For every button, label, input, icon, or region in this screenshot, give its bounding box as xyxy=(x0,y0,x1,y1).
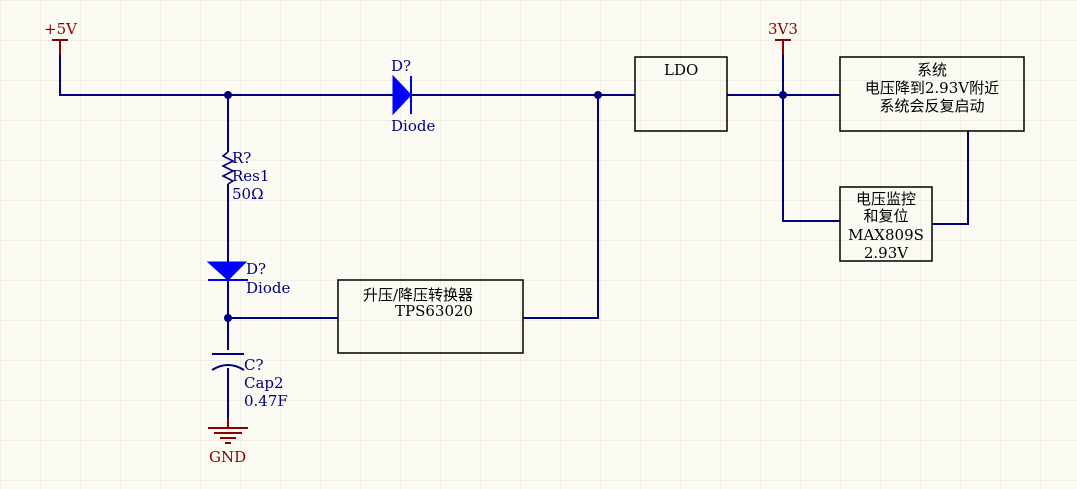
monitor-box xyxy=(839,186,933,262)
gnd-label: GND xyxy=(209,448,246,466)
system-line3: 系统会反复启动 xyxy=(879,97,984,115)
ldo-box xyxy=(634,56,728,132)
wire-3v3-to-monitor xyxy=(782,54,840,222)
monitor-line2: 和复位 xyxy=(863,207,908,225)
ldo-label: LDO xyxy=(664,61,698,79)
diode-top-comment: Diode xyxy=(391,117,435,135)
junctions xyxy=(224,91,787,322)
capacitor-symbol xyxy=(211,353,245,371)
resistor-comment: Res1 xyxy=(232,167,269,185)
diode-mid-designator: D? xyxy=(246,260,266,278)
capacitor-designator: C? xyxy=(244,356,264,374)
wire-converter-to-ldo xyxy=(523,95,599,319)
wire-5v-main xyxy=(59,55,358,96)
converter-line2: TPS63020 xyxy=(395,302,473,320)
converter-box xyxy=(337,279,524,354)
system-line1: 系统 xyxy=(917,61,947,79)
diode-top-symbol xyxy=(358,74,445,116)
power-port-5v xyxy=(52,39,68,55)
ground-symbol xyxy=(208,418,248,444)
monitor-line1: 电压监控 xyxy=(856,190,916,208)
wires xyxy=(59,54,969,428)
power-port-3v3 xyxy=(775,39,791,55)
diode-mid-comment: Diode xyxy=(246,279,290,297)
system-line2: 电压降到2.93V附近 xyxy=(865,79,999,97)
system-box xyxy=(839,56,1025,132)
resistor-designator: R? xyxy=(232,149,251,167)
diode-mid-symbol xyxy=(206,261,248,281)
vcc5-label: +5V xyxy=(44,20,78,38)
resistor-symbol xyxy=(221,151,235,185)
vcc33-label: 3V3 xyxy=(768,20,798,38)
monitor-line4: 2.93V xyxy=(864,244,909,262)
capacitor-value: 0.47F xyxy=(244,392,288,410)
capacitor-comment: Cap2 xyxy=(244,374,284,392)
resistor-value: 50Ω xyxy=(232,185,264,203)
monitor-line3: MAX809S xyxy=(848,226,924,244)
wire-system-to-monitor xyxy=(932,131,969,225)
converter-line1: 升压/降压转换器 xyxy=(363,286,473,304)
diode-top-designator: D? xyxy=(391,57,411,75)
